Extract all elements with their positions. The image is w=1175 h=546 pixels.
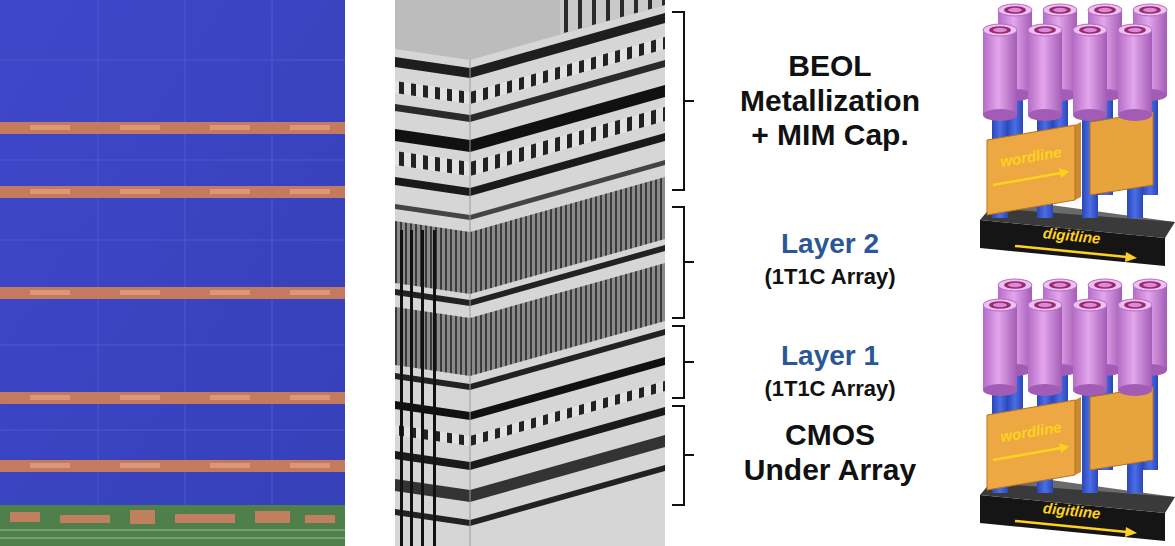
cell-stack-3d: [980, 4, 1175, 541]
region-label: CMOS Under Array: [740, 418, 920, 487]
region-label: BEOL Metallization + MIM Cap.: [733, 49, 928, 153]
layer-label: Layer 1: [781, 340, 879, 372]
sem-cross-section: [395, 0, 665, 546]
layer-sublabel: (1T1C Array): [764, 376, 895, 401]
die-photo: [0, 0, 345, 546]
layer-label: Layer 2: [781, 228, 879, 260]
layer-sublabel: (1T1C Array): [764, 264, 895, 289]
brackets: [672, 12, 694, 505]
